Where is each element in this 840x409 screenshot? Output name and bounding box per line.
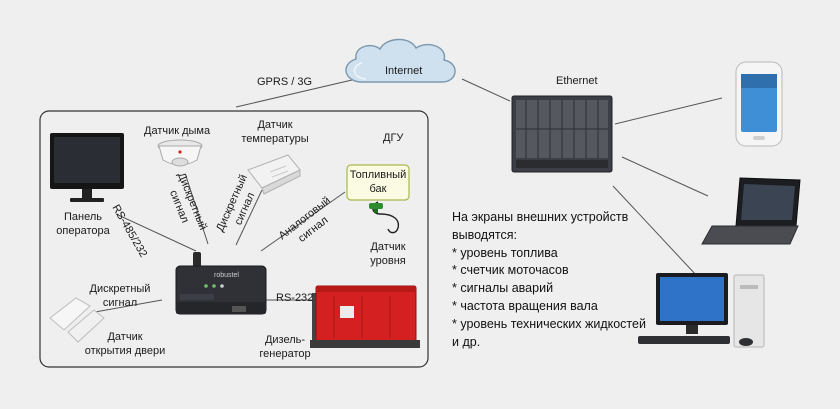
info-item: * счетчик моточасов: [452, 263, 569, 278]
laptop: [701, 177, 801, 245]
link-server-pc: [612, 185, 698, 277]
gprs-link-label: GPRS / 3G: [257, 76, 313, 88]
door-discrete-label: Дискретный сигнал: [89, 283, 151, 309]
generator-label: Дизель- генератор: [259, 334, 311, 360]
internet-label: Internet: [385, 65, 423, 77]
level-sensor-label: Датчик уровня: [370, 241, 406, 267]
ethernet-link-label: Ethernet: [556, 75, 598, 87]
link-router-temp: [235, 189, 263, 246]
fuel-tank-box: [346, 164, 410, 201]
info-block: На экраны внешних устройств выводятся: *…: [452, 209, 646, 351]
info-heading-2: выводятся:: [452, 227, 517, 242]
operator-panel-monitor: [50, 133, 124, 202]
router-device: [175, 252, 267, 315]
link-cloud-site: [235, 79, 353, 108]
router-brand: robustel: [214, 272, 239, 279]
internet-cloud: [345, 38, 456, 83]
server-rack: [511, 95, 613, 173]
link-cloud-server: [461, 78, 511, 102]
info-item: * сигналы аварий: [452, 281, 554, 296]
smoke-sensor-label: Датчик дыма: [144, 125, 211, 137]
info-item: * уровень топлива: [452, 245, 558, 260]
site-boundary: [39, 110, 429, 368]
link-server-laptop: [621, 156, 709, 197]
operator-panel-label: Панель оператора: [56, 211, 110, 237]
info-item: и др.: [452, 334, 481, 349]
smartphone: [735, 61, 783, 147]
smoke-detector: [157, 139, 203, 167]
connection-lines: [94, 78, 723, 313]
link-router-panel: [115, 213, 197, 252]
door-sensor-label: Датчик открытия двери: [84, 331, 166, 357]
fuel-level-sensor: [369, 201, 400, 234]
temp-sensor-label: Датчик температуры: [241, 119, 309, 145]
dgu-label: ДГУ: [383, 132, 404, 144]
link-router-smoke: [185, 175, 209, 245]
info-heading-1: На экраны внешних устройств: [452, 210, 629, 224]
temperature-sensor: [247, 154, 301, 195]
link-router-tank: [260, 191, 346, 252]
desktop-pc: [638, 273, 765, 348]
link-server-phone: [614, 97, 723, 125]
fuel-tank-label: Топливный бак: [349, 169, 407, 195]
info-item: * уровень технических жидкостей: [452, 316, 646, 331]
door-sensor: [49, 297, 105, 343]
info-item: * частота вращения вала: [452, 298, 598, 313]
diesel-generator: [310, 285, 420, 348]
rs232-link-label: RS-232: [276, 292, 314, 304]
link-router-door: [94, 299, 163, 313]
